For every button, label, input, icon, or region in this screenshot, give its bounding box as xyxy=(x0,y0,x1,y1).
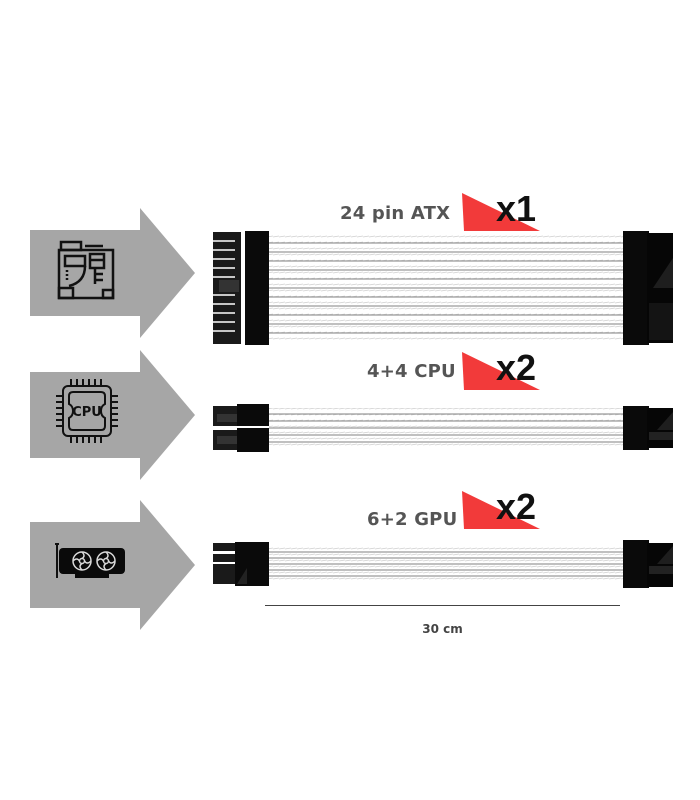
cpu-icon: CPU xyxy=(55,378,119,448)
motherboard-icon xyxy=(55,238,117,304)
cpu-icon-text: CPU xyxy=(72,405,102,420)
quantity-value: x2 xyxy=(495,486,536,527)
cable-cpu-4plus4 xyxy=(213,400,673,459)
quantity-badge-atx: x1 xyxy=(462,189,542,233)
quantity-value: x1 xyxy=(495,188,536,229)
quantity-badge-cpu: x2 xyxy=(462,348,542,392)
cable-gpu-6plus2 xyxy=(213,540,673,594)
cable-label-gpu: 6+2 GPU xyxy=(367,509,458,530)
cable-label-cpu: 4+4 CPU xyxy=(367,361,456,382)
quantity-value: x2 xyxy=(495,347,536,388)
cable-label-atx: 24 pin ATX xyxy=(340,203,451,224)
length-label: 30 cm xyxy=(422,622,463,636)
length-dimension-line xyxy=(265,605,620,606)
quantity-badge-gpu: x2 xyxy=(462,487,542,531)
gpu-icon xyxy=(55,542,127,588)
cable-atx-24pin xyxy=(213,228,673,352)
